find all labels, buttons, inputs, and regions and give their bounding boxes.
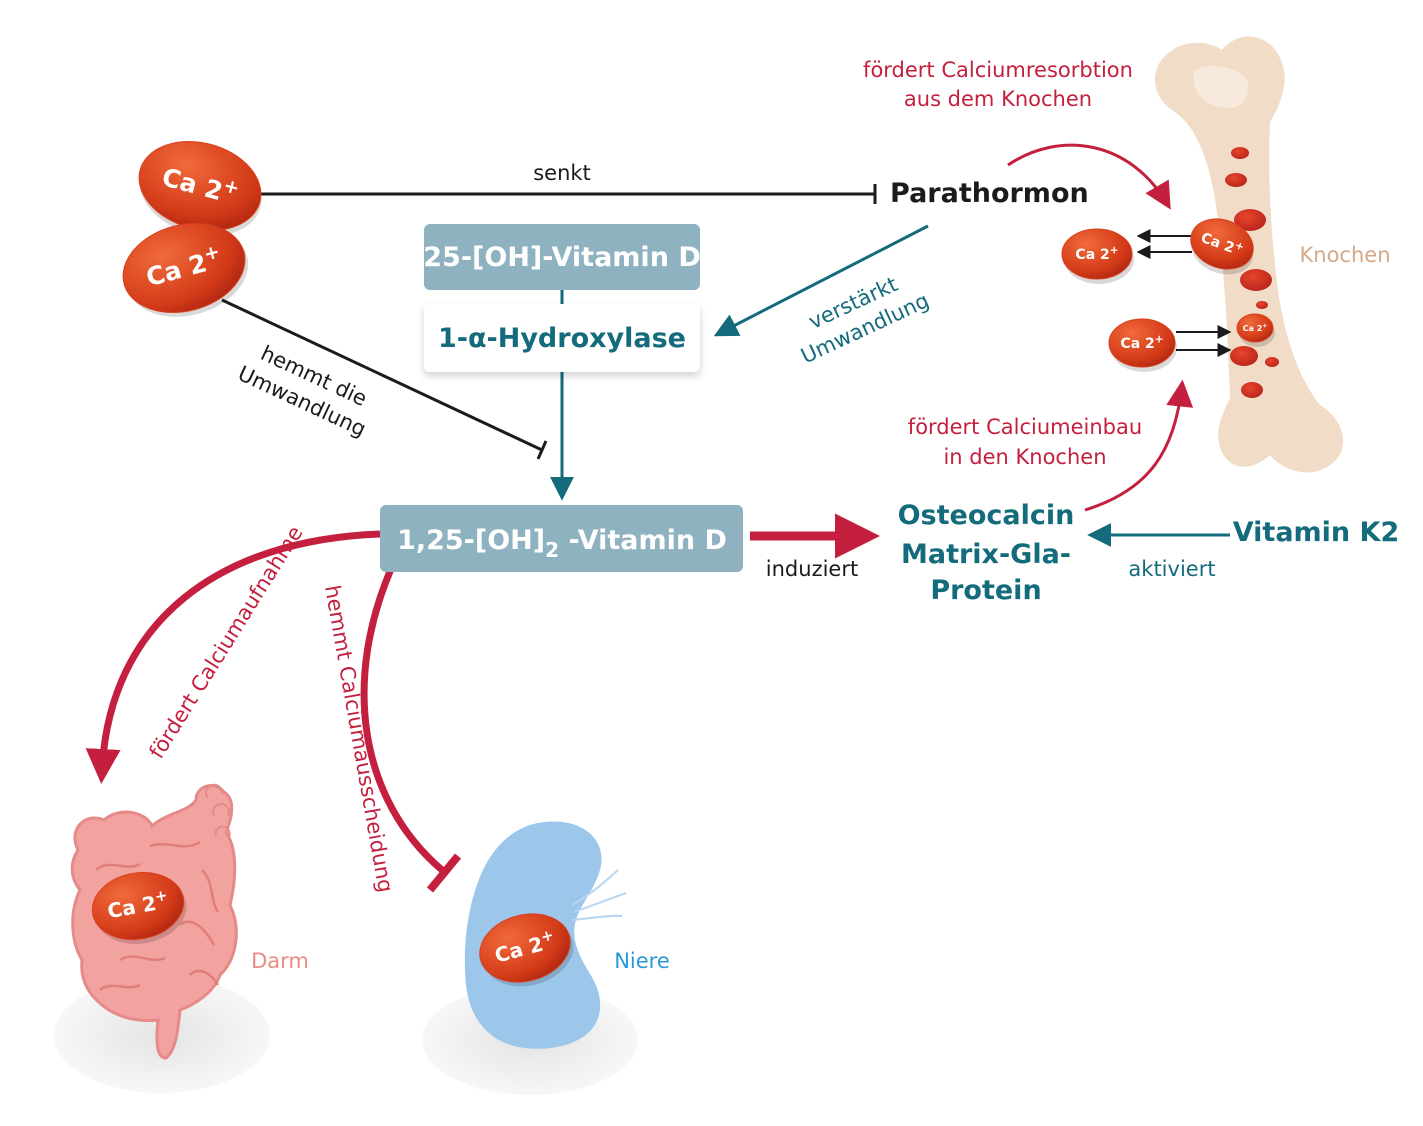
- senkt-label: senkt: [533, 161, 591, 185]
- calcium-ions: Ca 2+Ca 2+Ca 2+Ca 2+Ca 2+Ca 2+Ca 2+Ca 2+: [91, 140, 1275, 987]
- resorbtion-label-line1: fördert Calciumresorbtion: [863, 58, 1133, 82]
- bone-exchange-arrows: [1136, 229, 1232, 357]
- hemmt-label: hemmt die Umwandlung: [234, 341, 370, 441]
- ca-ion-label-sup: +: [202, 241, 223, 265]
- resorbtion-arrow: [1007, 143, 1171, 210]
- matrix-gla-protein-line1: Matrix-Gla-: [901, 539, 1071, 570]
- matrix-gla-protein-line2: Protein: [930, 575, 1041, 606]
- einbau-arrow: [1084, 379, 1194, 512]
- ca-ion-body: [1108, 318, 1176, 368]
- hemmt-connector: [221, 298, 548, 460]
- bone-highlight: [1193, 66, 1249, 109]
- verstaerkt-label: verstärkt Umwandlung: [797, 272, 932, 368]
- ca-ion-label-sup: +: [1262, 323, 1267, 330]
- vitamin-k2-label: Vitamin K2: [1233, 517, 1400, 548]
- ca-ion-body: [1190, 218, 1254, 270]
- intestine-illustration: [54, 783, 270, 1093]
- ca-ion-body: [1061, 228, 1133, 280]
- vitamin-d-125-subscript: 2: [545, 538, 559, 562]
- ca-ion-top-left-1: Ca 2+: [138, 140, 262, 236]
- ca-ion-label-sup: +: [221, 175, 242, 199]
- kidney-illustration: [422, 821, 638, 1095]
- senkt-connector: [258, 184, 877, 204]
- ca-ion-label-main: Ca 2: [1120, 336, 1154, 352]
- ca-ion-label-sup: +: [539, 926, 556, 947]
- intestine-bumps: [205, 783, 231, 839]
- ca-ion-label-main: Ca 2: [1075, 247, 1109, 263]
- ca-ion-body: [479, 913, 571, 983]
- ca-ion-label-sup: +: [1110, 244, 1119, 256]
- ca-ion-body: [122, 222, 246, 314]
- parathormon-to-hydroxylase-arrow: [713, 224, 929, 337]
- ca-ion-label-main: Ca 2: [1243, 324, 1263, 333]
- ausscheidung-connector: [360, 558, 462, 893]
- aufnahme-arrow: [85, 530, 381, 784]
- hydroxylase-box: 1-α-Hydroxylase: [424, 304, 700, 372]
- ausscheidung-label: hemmt Calciumausscheidung: [320, 583, 398, 894]
- vitamin-d-25-label: 25-[OH]-Vitamin D: [423, 242, 700, 273]
- einbau-label-line1: fördert Calciumeinbau: [908, 415, 1142, 439]
- bone-calcium-spots: [1225, 147, 1279, 398]
- darm-label: Darm: [251, 949, 309, 973]
- ca-ion-bone-left-2: Ca 2+: [1108, 318, 1177, 372]
- osteocalcin-label: Osteocalcin: [898, 500, 1075, 531]
- ca-ion-label: Ca 2+: [1120, 333, 1163, 352]
- vitamin-d-125-label: 1,25-[OH]2 -Vitamin D: [397, 525, 727, 562]
- vitamin-d-125-suffix: -Vitamin D: [559, 525, 727, 556]
- parathormon-label: Parathormon: [890, 178, 1089, 209]
- niere-label: Niere: [614, 949, 670, 973]
- vitamin-d-25-box: 25-[OH]-Vitamin D: [423, 224, 701, 290]
- aktiviert-label: aktiviert: [1128, 557, 1215, 581]
- ca-ion-label-sup: +: [1233, 239, 1245, 253]
- resorbtion-label-line2: aus dem Knochen: [904, 87, 1092, 111]
- hydroxylase-label: 1-α-Hydroxylase: [438, 323, 686, 354]
- ca-ion-bone-inner-1: Ca 2+: [1190, 218, 1254, 275]
- ca-ion-label: Ca 2+: [1075, 244, 1118, 263]
- ca-ion-intestine: Ca 2+: [91, 872, 187, 945]
- einbau-label-line2: in den Knochen: [943, 445, 1106, 469]
- ca-ion-top-left-2: Ca 2+: [122, 222, 249, 317]
- ca-ion-label-sup: +: [1155, 333, 1164, 345]
- ca-ion-bone-inner-2: Ca 2+: [1236, 313, 1275, 347]
- ca-ion-label-sup: +: [153, 886, 169, 906]
- kidney-ureter-lines: [571, 869, 627, 921]
- ca-ion-kidney: Ca 2+: [479, 913, 574, 987]
- aufnahme-label: fördert Calciumaufnahme: [145, 522, 308, 763]
- vitamin-d-125-prefix: 1,25-[OH]: [397, 525, 545, 556]
- ca-ion-bone-left-1: Ca 2+: [1061, 228, 1134, 284]
- induziert-label: induziert: [766, 557, 858, 581]
- ca-ion-body: [91, 872, 185, 940]
- ca-ion-label: Ca 2+: [1243, 323, 1268, 333]
- vitamin-d-125-box: 1,25-[OH]2 -Vitamin D: [380, 505, 743, 572]
- ca-ion-body: [1236, 313, 1274, 343]
- knochen-label: Knochen: [1299, 243, 1390, 267]
